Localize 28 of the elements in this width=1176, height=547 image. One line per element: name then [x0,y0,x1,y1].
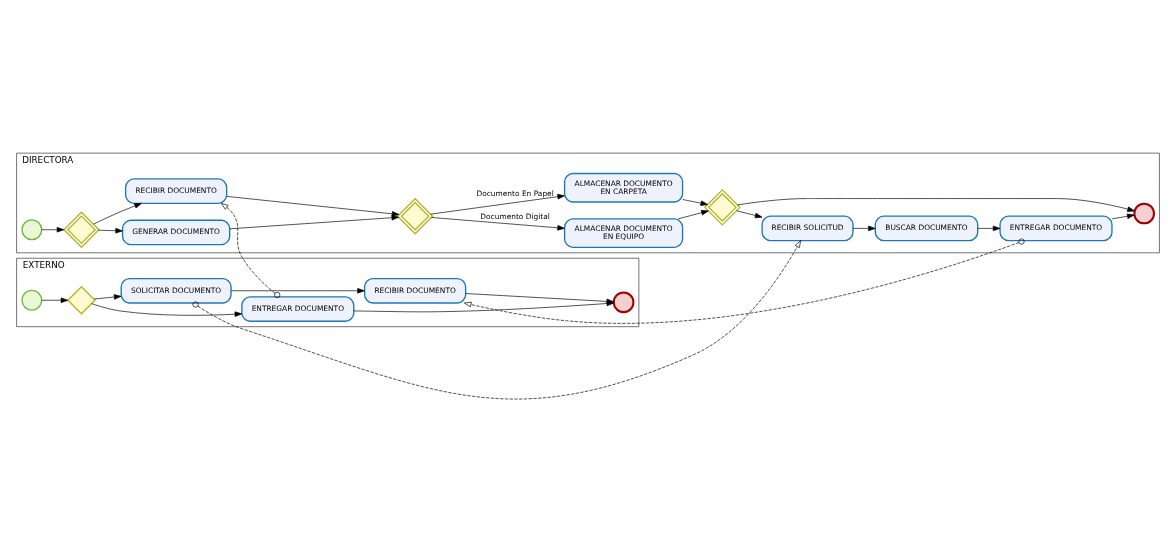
arrow [682,199,708,206]
arrow [737,198,1135,212]
arrow [41,297,69,303]
node-circle [1133,202,1155,225]
arrow [192,240,801,400]
arrow [229,215,399,230]
arrow [430,194,565,215]
arrow [226,196,400,217]
arrow [464,238,1025,324]
node-diamond [703,188,741,226]
node-circle [612,291,635,314]
arrow [1111,213,1135,220]
arrow [977,225,1001,232]
node-diamond [66,285,96,315]
arrow [431,217,565,231]
node-diamond [396,197,434,235]
arrow [736,210,763,219]
arrow [220,203,281,299]
node-circle [21,289,43,311]
node-circle [21,219,43,241]
arrow [98,228,123,234]
arrow [852,225,876,232]
arrow [91,303,243,317]
arrow [93,203,142,225]
arrow [93,294,122,300]
arrow [677,210,709,220]
arrow [41,227,65,233]
arrow [231,288,365,294]
